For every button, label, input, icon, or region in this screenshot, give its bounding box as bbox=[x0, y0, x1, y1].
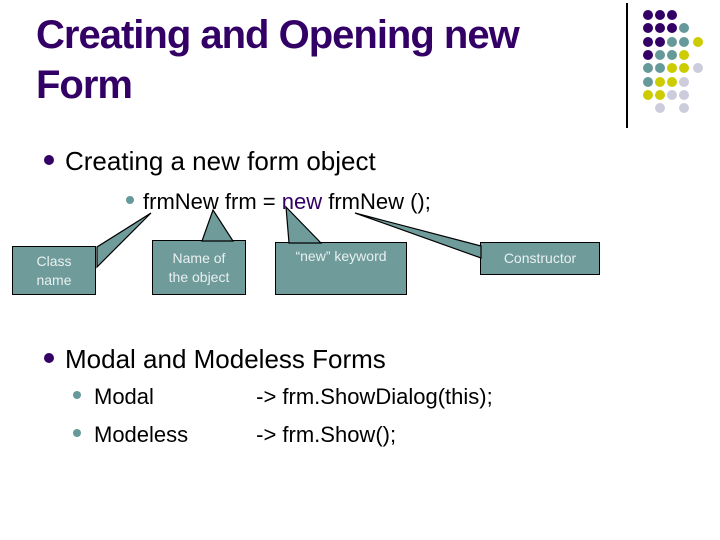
modal-label: Modal bbox=[94, 384, 154, 409]
sub-bullet-icon bbox=[126, 196, 134, 204]
deco-dot bbox=[679, 23, 689, 33]
modeless-label: Modeless bbox=[94, 422, 189, 447]
callout-tail-class-name bbox=[96, 212, 152, 269]
callout-constructor: Constructor bbox=[480, 242, 600, 275]
deco-dot bbox=[655, 90, 665, 100]
deco-dot bbox=[667, 50, 677, 60]
modeless-code: -> frm.Show(); bbox=[256, 422, 397, 447]
deco-dot bbox=[693, 37, 703, 47]
deco-dot bbox=[679, 90, 689, 100]
deco-dot bbox=[643, 90, 653, 100]
callout-label: Name of the object bbox=[168, 250, 230, 285]
deco-dot bbox=[667, 77, 677, 87]
code-keyword-new: new bbox=[281, 189, 323, 214]
deco-dot bbox=[643, 23, 653, 33]
bullet-item-creating-form: Creating a new form object bbox=[44, 146, 376, 177]
deco-dot bbox=[667, 90, 677, 100]
bullet-text: Modal and Modeless Forms bbox=[65, 344, 386, 374]
bullet-icon bbox=[44, 353, 54, 363]
deco-dot bbox=[655, 37, 665, 47]
modal-code: -> frm.ShowDialog(this); bbox=[256, 384, 493, 409]
deco-dot bbox=[643, 77, 653, 87]
deco-dot bbox=[667, 23, 677, 33]
deco-dot bbox=[655, 23, 665, 33]
deco-dot bbox=[667, 10, 677, 20]
callout-new-keyword: “new” keyword bbox=[275, 242, 407, 295]
callout-class-name: Class name bbox=[12, 246, 96, 295]
bullet-text: Creating a new form object bbox=[65, 146, 376, 176]
slide-title: Creating and Opening new Form bbox=[36, 13, 520, 107]
sub-bullet-icon bbox=[73, 429, 81, 437]
deco-dot bbox=[679, 63, 689, 73]
callout-label: Constructor bbox=[503, 250, 577, 267]
code-post: frmNew (); bbox=[322, 189, 431, 214]
code-pre: frmNew frm = bbox=[143, 189, 282, 214]
list-item-modeless: Modeless -> frm.Show(); bbox=[73, 422, 396, 448]
deco-dot bbox=[679, 50, 689, 60]
deco-dot bbox=[655, 63, 665, 73]
dot-grid bbox=[0, 0, 720, 140]
bullet-icon bbox=[44, 155, 54, 165]
sub-bullet-icon bbox=[73, 391, 81, 399]
deco-dot bbox=[667, 63, 677, 73]
deco-dot bbox=[655, 103, 665, 113]
deco-dot bbox=[655, 50, 665, 60]
deco-dot bbox=[655, 77, 665, 87]
deco-dot bbox=[679, 37, 689, 47]
list-item-modal: Modal -> frm.ShowDialog(this); bbox=[73, 384, 493, 410]
deco-dot bbox=[679, 103, 689, 113]
deco-dot bbox=[643, 10, 653, 20]
code-line: frmNew frm = new frmNew (); bbox=[126, 189, 431, 215]
code-text: frmNew frm = new frmNew (); bbox=[143, 189, 431, 214]
deco-dot bbox=[643, 37, 653, 47]
callout-object-name: Name of the object bbox=[152, 240, 246, 295]
deco-dot bbox=[643, 63, 653, 73]
deco-dot bbox=[679, 77, 689, 87]
deco-dot bbox=[643, 50, 653, 60]
bullet-item-modal-forms: Modal and Modeless Forms bbox=[44, 344, 386, 375]
decorative-vertical-line bbox=[626, 3, 628, 128]
callout-label: “new” keyword bbox=[295, 248, 387, 264]
deco-dot bbox=[667, 37, 677, 47]
callout-label: Class name bbox=[36, 253, 72, 288]
deco-dot bbox=[693, 63, 703, 73]
deco-dot bbox=[655, 10, 665, 20]
